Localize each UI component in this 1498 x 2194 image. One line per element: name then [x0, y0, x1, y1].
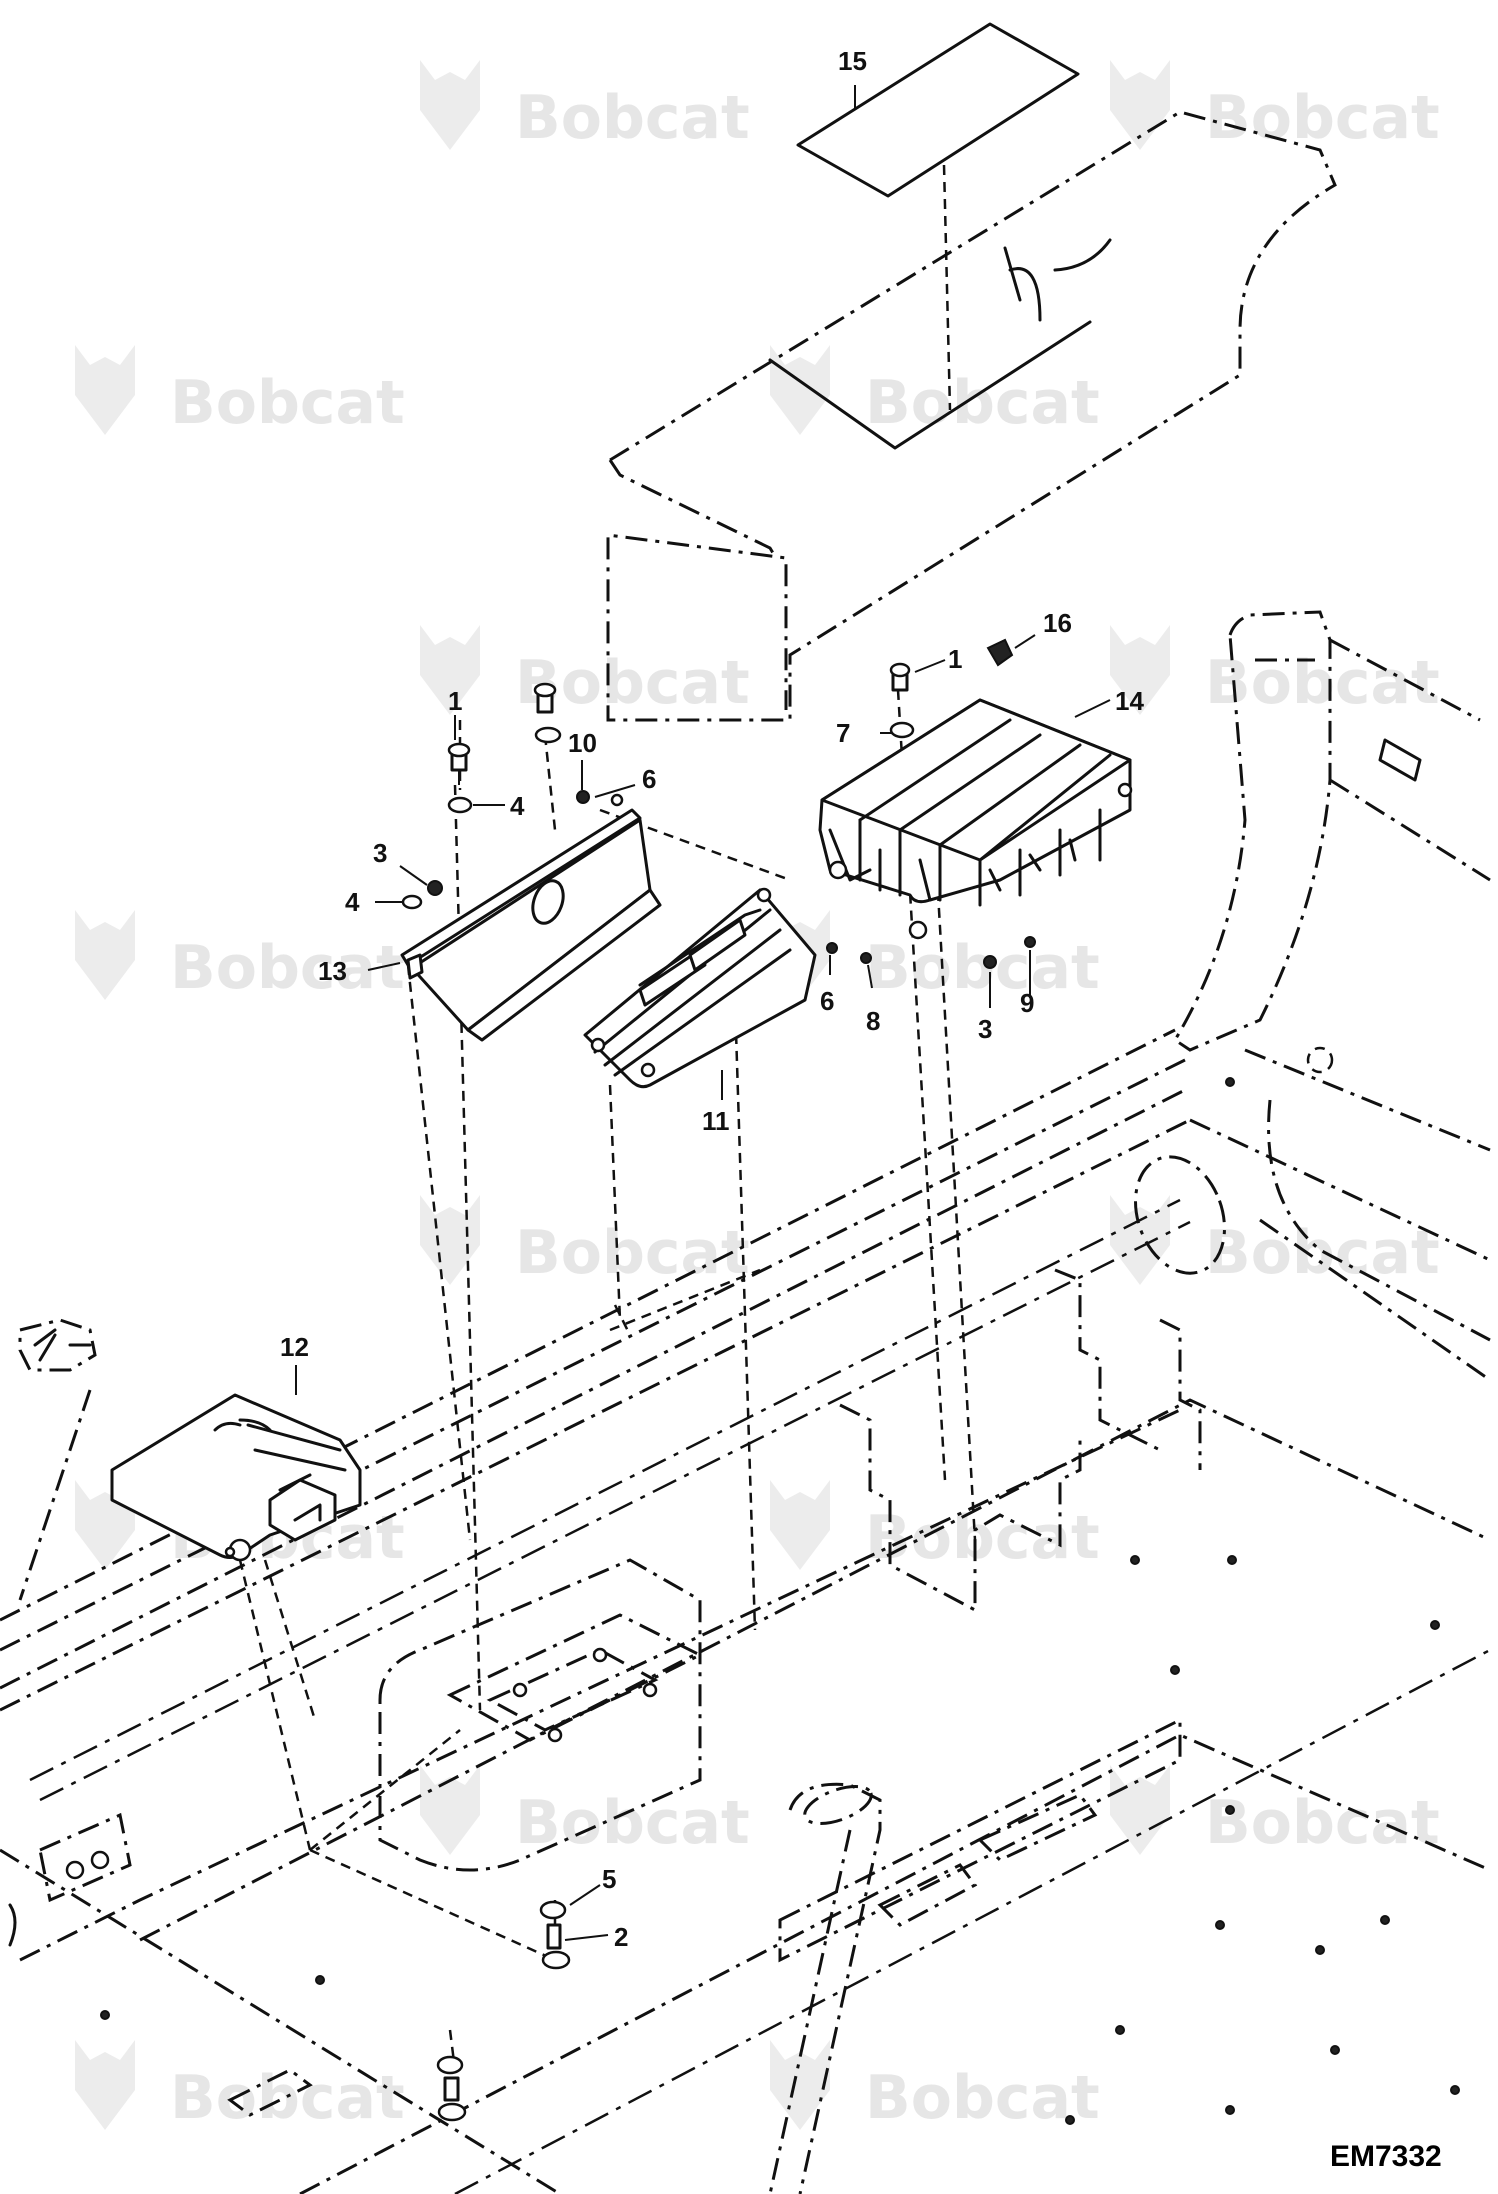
svg-text:Bobcat: Bobcat: [1205, 83, 1440, 153]
watermark: Bobcat: [75, 345, 405, 438]
access-hole: [1134, 1155, 1226, 1275]
controller-module-part-11: [583, 887, 817, 1089]
callouts: 15 16 1 14 7 1 10 6 4 3 4 13 6 8 3 9 11 …: [280, 46, 1144, 1952]
nut-part-5: [539, 1900, 567, 1920]
watermark: Bobcat: [770, 345, 1100, 438]
callout-1: 1: [448, 686, 462, 716]
svg-text:Bobcat: Bobcat: [865, 933, 1100, 1003]
bolt-part-2: [546, 1923, 562, 1950]
svg-text:Bobcat: Bobcat: [1205, 1218, 1440, 1288]
svg-text:Bobcat: Bobcat: [515, 1218, 750, 1288]
watermark: Bobcat: [420, 1195, 750, 1288]
svg-text:Bobcat: Bobcat: [515, 83, 750, 153]
callout-7: 7: [836, 718, 850, 748]
callout-15: 15: [838, 46, 867, 76]
watermark: Bobcat: [75, 910, 405, 1003]
washer-part-4: [447, 796, 473, 814]
svg-text:Bobcat: Bobcat: [515, 648, 750, 718]
controller-module-part-12: [110, 1393, 362, 1562]
decal-part-15: [796, 22, 1080, 198]
nut-part-10: [576, 790, 590, 804]
callout-14: 14: [1115, 686, 1144, 716]
watermark: Bobcat: [1110, 1765, 1440, 1858]
svg-text:Bobcat: Bobcat: [865, 368, 1100, 438]
callout-4: 4: [345, 887, 360, 917]
drawing-code: EM7332: [1330, 2140, 1442, 2173]
svg-text:Bobcat: Bobcat: [865, 2063, 1100, 2133]
cover-panel: [606, 110, 1337, 722]
main-frame-rail: [0, 1028, 1191, 1712]
lower-pipe: [768, 1782, 882, 2194]
washer-part-7: [889, 721, 915, 739]
fasteners: [401, 638, 1036, 2122]
watermark: Bobcat: [75, 2040, 405, 2133]
callout-1: 1: [948, 644, 962, 674]
callout-9: 9: [1020, 988, 1034, 1018]
watermark: Bobcat: [420, 60, 750, 153]
svg-text:Bobcat: Bobcat: [170, 368, 405, 438]
watermark: Bobcat: [1110, 1195, 1440, 1288]
svg-text:Bobcat: Bobcat: [170, 2063, 405, 2133]
watermark: Bobcat: [770, 2040, 1100, 2133]
callout-11: 11: [702, 1106, 730, 1136]
leader-lines: [295, 85, 1111, 1941]
callout-3: 3: [978, 1014, 992, 1044]
callout-6: 6: [820, 986, 834, 1016]
watermark: Bobcat: [420, 625, 750, 718]
mounting-bracket-part-13: [400, 808, 662, 1042]
callout-16: 16: [1043, 608, 1072, 638]
callout-4: 4: [510, 791, 525, 821]
svg-text:Bobcat: Bobcat: [1205, 1788, 1440, 1858]
callout-10: 10: [568, 728, 597, 758]
floor-holes: [100, 1077, 1460, 2125]
svg-text:Bobcat: Bobcat: [1205, 648, 1440, 718]
callout-5: 5: [602, 1864, 616, 1894]
callout-2: 2: [614, 1922, 628, 1952]
watermark-layer: Bobcat Bobcat Bobcat Bobcat Bobcat Bobca…: [75, 60, 1440, 2133]
chassis-frame: [0, 22, 1491, 2194]
svg-text:Bobcat: Bobcat: [170, 933, 405, 1003]
watermark: Bobcat: [1110, 625, 1440, 718]
callout-6: 6: [642, 764, 656, 794]
fuse-part-16: [986, 638, 1014, 667]
nut-part-3: [427, 880, 443, 896]
callout-12: 12: [280, 1332, 309, 1362]
svg-text:Bobcat: Bobcat: [865, 1503, 1100, 1573]
watermark: Bobcat: [420, 1765, 750, 1858]
callout-8: 8: [866, 1006, 880, 1036]
fuse-box-part-14: [818, 698, 1133, 940]
callout-3: 3: [373, 838, 387, 868]
callout-13: 13: [318, 956, 347, 986]
